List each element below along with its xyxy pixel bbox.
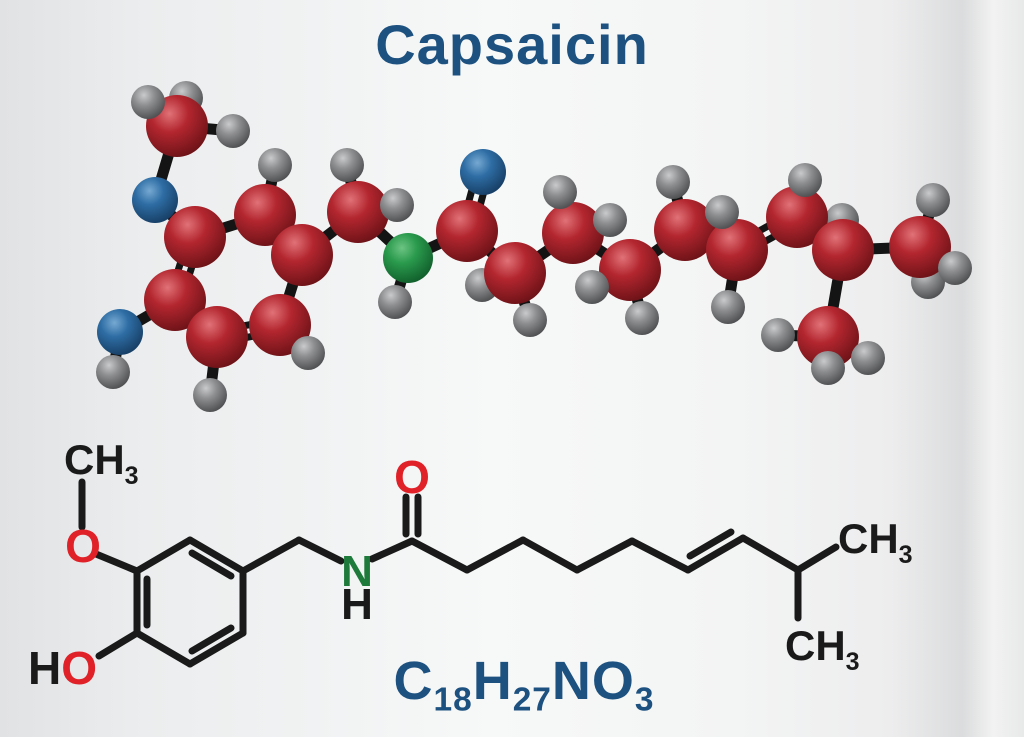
atom-label: N — [341, 547, 373, 596]
molecular-formula: C18H27NO3 — [393, 650, 654, 717]
hydrogen-atom — [96, 355, 130, 389]
formula-subscript: 18 — [433, 681, 473, 719]
oxygen-atom — [132, 177, 178, 223]
hydrogen-atom — [656, 165, 690, 199]
carbon-atom — [327, 181, 389, 243]
carbon-atom — [766, 186, 828, 248]
bond-line — [239, 536, 303, 575]
atom-label: H — [341, 580, 373, 629]
bond-line — [95, 629, 141, 660]
bond-line — [295, 536, 345, 565]
formula-element-symbol: NO — [551, 651, 635, 711]
atom-label: HO — [28, 642, 97, 694]
carbon-atom — [889, 216, 951, 278]
hydrogen-atom — [543, 175, 577, 209]
bond-line — [133, 536, 194, 575]
carbon-atom — [599, 239, 661, 301]
bond-line — [186, 629, 247, 668]
bond-line — [686, 528, 735, 560]
carbon-atom — [706, 219, 768, 281]
bond-line — [368, 537, 416, 563]
bond-line — [188, 549, 235, 580]
bond-line — [739, 534, 802, 574]
bond-line — [133, 629, 194, 668]
bond-line — [684, 534, 747, 574]
bond-line — [628, 537, 692, 574]
hydrogen-atom — [380, 188, 414, 222]
formula-subscript: 27 — [512, 681, 552, 719]
hydrogen-atom — [131, 85, 165, 119]
hydrogen-atom — [593, 203, 627, 237]
carbon-atom — [797, 306, 859, 368]
oxygen-atom — [97, 309, 143, 355]
carbon-atom — [436, 200, 498, 262]
carbon-atom — [144, 269, 206, 331]
carbon-atom — [484, 242, 546, 304]
hydrogen-atom — [705, 195, 739, 229]
carbon-atom — [249, 294, 311, 356]
carbon-atom — [654, 199, 716, 261]
atom-label: CH3 — [838, 515, 913, 569]
hydrogen-atom — [216, 114, 250, 148]
atom-label: O — [394, 451, 430, 503]
hydrogen-atom — [193, 378, 227, 412]
bond-line — [186, 536, 247, 575]
hydrogen-atom — [851, 341, 885, 375]
bond-line — [519, 536, 581, 574]
hydrogen-atom — [330, 148, 364, 182]
formula-subscript: 3 — [634, 681, 655, 719]
atom-label: O — [65, 520, 101, 572]
bond-line — [408, 537, 471, 574]
bond-line — [794, 543, 840, 574]
hydrogen-atom — [788, 163, 822, 197]
hydrogen-atom — [761, 318, 795, 352]
formula-element-symbol: C — [393, 651, 434, 711]
formula-element-symbol: H — [472, 651, 513, 711]
page-title: Capsaicin — [375, 13, 649, 76]
hydrogen-atom — [916, 183, 950, 217]
hydrogen-atom — [258, 148, 292, 182]
carbon-atom — [542, 202, 604, 264]
hydrogen-atom — [575, 270, 609, 304]
bond-line — [573, 537, 636, 574]
bond-line — [92, 550, 141, 575]
atom-label: CH3 — [64, 436, 139, 490]
hydrogen-atom — [291, 336, 325, 370]
carbon-atom — [164, 206, 226, 268]
carbon-atom — [234, 184, 296, 246]
oxygen-atom — [460, 149, 506, 195]
carbon-atom — [186, 306, 248, 368]
atom-label: CH3 — [785, 622, 860, 676]
bond-line — [188, 624, 235, 655]
hydrogen-atom — [625, 301, 659, 335]
carbon-atom — [271, 224, 333, 286]
hydrogen-atom — [378, 285, 412, 319]
nitrogen-atom — [383, 233, 433, 283]
bond-line — [463, 536, 527, 574]
hydrogen-atom — [811, 351, 845, 385]
hydrogen-atom — [711, 290, 745, 324]
carbon-atom — [812, 219, 874, 281]
hydrogen-atom — [513, 303, 547, 337]
hydrogen-atom — [938, 251, 972, 285]
